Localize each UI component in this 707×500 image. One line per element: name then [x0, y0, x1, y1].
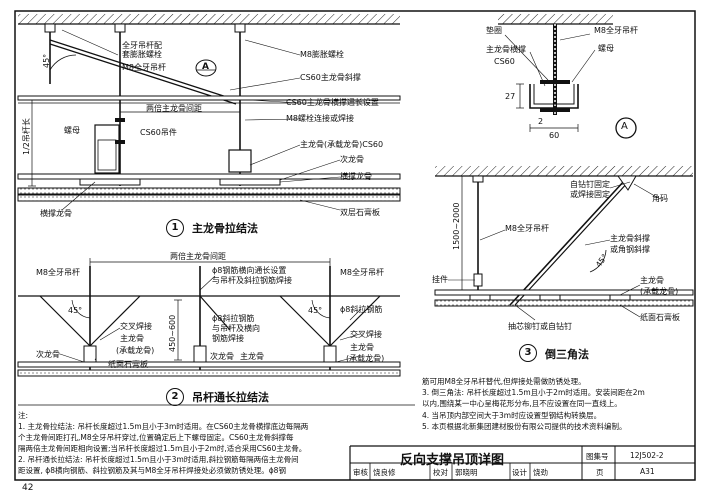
fig2-dim-label: 450~600 — [168, 314, 177, 352]
designer-name: 饶劲 — [533, 468, 548, 477]
fig1-spacing-label: 两倍主龙骨间距 — [146, 104, 202, 113]
fig1-callout-a: A — [202, 62, 209, 72]
fig2-angle-right: 45° — [308, 306, 323, 315]
fig2-rod-right-label: M8全牙吊杆 — [340, 268, 384, 277]
detail-a-drawing — [498, 14, 637, 139]
fig2-spacing-label: 两倍主龙骨间距 — [170, 252, 226, 261]
notes-block: 注: 1. 主龙骨拉结法: 吊杆长度超过1.5m且小于3m时适用。在CS60主龙… — [18, 410, 413, 476]
fig2-bar-set-label: ϕ8钢筋横向通长设置 — [212, 266, 287, 275]
detailA-dim-h: 27 — [505, 92, 516, 101]
fig2-bearing-left: (承载龙骨) — [116, 346, 155, 355]
fig1-bolt-label: M8螺栓连接或焊接 — [286, 114, 354, 123]
fig3-dim-label: 1500~2000 — [452, 202, 461, 250]
note-line: 4. 当吊顶内部空间大于3m时应设置型钢结构转换层。 — [422, 410, 602, 420]
note-line: 隔两倍主龙骨间距相向设置;当吊杆长度超过1.5m且小于2m时,适合采用CS60主… — [18, 444, 307, 453]
review-label: 审核 — [353, 468, 368, 477]
page-number: 42 — [22, 483, 34, 493]
fig3-corner-label: 角码 — [652, 194, 668, 203]
design-label: 设计 — [512, 468, 527, 477]
figure-3-drawing — [434, 166, 694, 321]
fig1-angle-label: 45° — [42, 53, 51, 68]
fig1-cross-set-label: CS60主龙骨横撑通长设置 — [286, 98, 379, 107]
fig3-angle-brace-label: 或角钢斜撑 — [610, 245, 650, 254]
fig3-title: 倒三角法 — [545, 348, 589, 361]
fig2-rod-left-label: M8全牙吊杆 — [36, 268, 80, 277]
fig3-bearing-label: (承载龙骨) — [640, 287, 679, 296]
fig3-brace-label: 主龙骨斜撑 — [610, 234, 650, 243]
fig1-brace-label: CS60主龙骨斜撑 — [300, 73, 361, 82]
checker-name: 郭晓明 — [455, 468, 478, 477]
fig2-bar2-c: 钢筋焊接 — [212, 334, 244, 343]
fig2-title: 吊杆通长拉结法 — [192, 391, 269, 404]
fig1-number: 1 — [166, 219, 184, 237]
fig1-rodlen-label: 1/2吊杆长 — [22, 118, 31, 155]
detailA-dim-t: 2 — [538, 117, 544, 126]
fig2-main-keel-mid: 主龙骨 — [240, 352, 264, 361]
page-label: 页 — [596, 468, 604, 477]
fig2-bar2-b: 与吊杆及横向 — [212, 324, 260, 333]
note-line: 5. 本页根据北新集团建材股份有限公司提供的技术资料编制。 — [422, 421, 627, 431]
fig3-hanger-label: 挂件 — [432, 275, 448, 284]
check-label: 校对 — [433, 468, 448, 477]
detailA-pad-label: 垫圈 — [486, 26, 502, 35]
fig2-sub-keel-left: 次龙骨 — [36, 350, 60, 359]
fig3-rivet-label: 抽芯铆钉或自钻钉 — [508, 322, 572, 331]
fig2-sub-keel-mid: 次龙骨 — [210, 352, 234, 361]
fig2-bar-weld-label: 与吊杆及斜拉钢筋焊接 — [212, 276, 292, 285]
detailA-cs60-label: CS60 — [494, 57, 515, 66]
fig2-gypsum-label: 纸面石膏板 — [108, 360, 148, 369]
detailA-brace-label: 主龙骨横撑 — [486, 45, 526, 54]
detailA-dim-w: 60 — [549, 131, 560, 140]
fig1-anchor-label: 全牙吊杆配 套膨胀螺栓 — [122, 41, 162, 59]
fig1-cross-keel-label: 横撑龙骨 — [340, 172, 372, 181]
fig2-diag-bar-label: ϕ8斜拉钢筋 — [340, 305, 383, 314]
fig1-nut-label: 螺母 — [64, 126, 80, 135]
fig2-angle-left: 45° — [68, 306, 83, 315]
note-line: 2. 吊杆通长拉结法: 吊杆长度超过1.5m且小于3m时适用,斜拉钢筋每隔两倍主… — [18, 455, 299, 464]
note-line: 个主龙骨间距打孔,M8全牙吊杆穿过,位置确定后上下螺母固定。CS60主龙骨斜撑每 — [18, 433, 294, 442]
sheet-title: 反向支撑吊顶详图 — [400, 453, 505, 468]
fig1-gypsum-label: 双层石膏板 — [340, 208, 380, 217]
notes-continued: 筋可用M8全牙吊杆替代,但焊接处需做防锈处理。 3. 倒三角法: 吊杆长度超过1… — [422, 376, 692, 432]
title-block — [349, 445, 695, 480]
fig2-cross-weld-right: 交叉焊接 — [350, 330, 382, 339]
note-line: 以内,围绕某一中心呈梅花形分布,且不应设置在同一直线上。 — [422, 399, 622, 409]
fig2-bar2-a: ϕ8斜拉钢筋 — [212, 314, 255, 323]
fig2-bearing-right: (承载龙骨) — [346, 354, 385, 363]
reviewer-name: 饶良修 — [373, 468, 396, 477]
detailA-rod-label: M8全牙吊杆 — [594, 26, 638, 35]
atlas-label: 图集号 — [586, 452, 609, 461]
fig1-cross-keel-label-2: 横撑龙骨 — [40, 209, 72, 218]
fig3-self-drill-label: 自钻钉固定 — [570, 180, 610, 189]
fig2-main-keel-right: 主龙骨 — [350, 343, 374, 352]
fig2-number: 2 — [166, 388, 184, 406]
figure-2-drawing — [17, 258, 401, 377]
note-line: 筋可用M8全牙吊杆替代,但焊接处需做防锈处理。 — [422, 377, 586, 386]
sheet-frame — [14, 10, 696, 481]
page-code: A31 — [640, 467, 655, 476]
note-line: 距设置, ϕ8横向钢筋、斜拉钢筋及其与M8全牙吊杆焊接处必须做防锈处理。ϕ8钢 — [18, 466, 286, 475]
fig1-rod-label: M8全牙吊杆 — [122, 63, 166, 72]
fig2-main-keel-left: 主龙骨 — [120, 334, 144, 343]
fig1-expansion-label: M8膨胀螺栓 — [300, 50, 344, 59]
notes-head: 注: — [18, 411, 29, 420]
note-line: 1. 主龙骨拉结法: 吊杆长度超过1.5m且小于3m时适用。在CS60主龙骨横撑… — [18, 422, 309, 431]
note-line: 3. 倒三角法: 吊杆长度超过1.5m且小于2m时适用。安装间距在2m — [422, 388, 645, 398]
fig1-main-keel-label: 主龙骨(承载龙骨)CS60 — [300, 140, 384, 149]
fig1-hanger-label: CS60吊件 — [140, 128, 177, 137]
fig3-gypsum-label: 纸面石膏板 — [640, 313, 680, 322]
fig3-number: 3 — [519, 344, 537, 362]
figure-1-drawing — [17, 14, 401, 211]
fig2-cross-weld-left: 交叉焊接 — [120, 322, 152, 331]
detailA-nut-label: 螺母 — [598, 44, 614, 53]
fig1-title: 主龙骨拉结法 — [192, 222, 258, 235]
fig3-main-keel-label: 主龙骨 — [640, 276, 664, 285]
atlas-number: 12J502-2 — [630, 451, 664, 460]
detailA-tag: A — [621, 121, 628, 132]
fig3-rod-label: M8全牙吊杆 — [505, 224, 549, 233]
fig1-sub-keel-label: 次龙骨 — [340, 155, 364, 164]
fig3-or-weld-label: 或焊接固定 — [570, 190, 610, 199]
